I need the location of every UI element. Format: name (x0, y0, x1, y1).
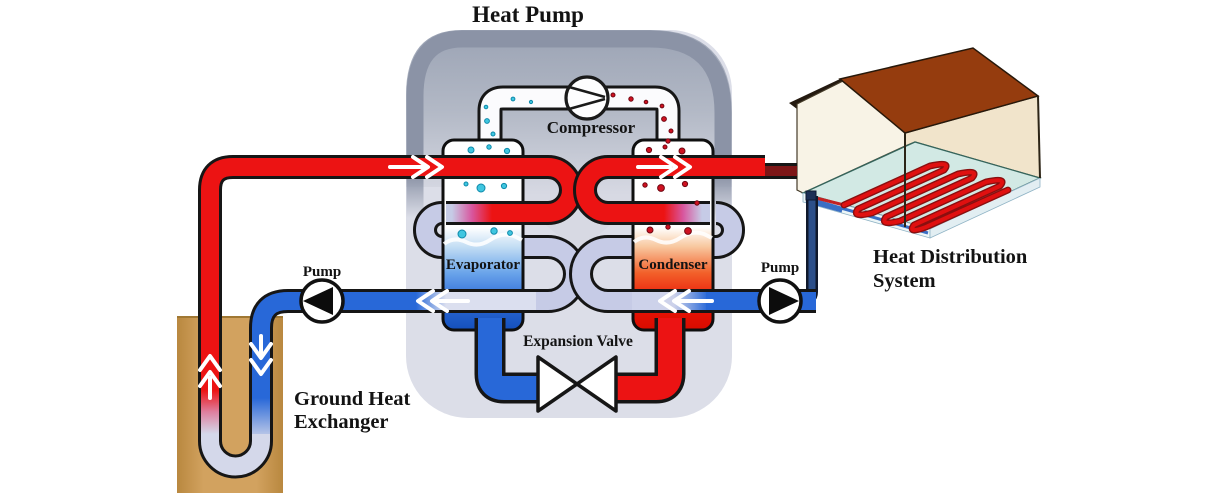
heat-distribution-label-line1: Heat Distribution (873, 246, 1028, 268)
refrigerant-droplets (457, 92, 700, 239)
expansion-valve-label: Expansion Valve (523, 333, 633, 350)
compressor-symbol-lines (568, 85, 606, 111)
ground-heat-exchanger-label-line2: Exchanger (294, 411, 389, 433)
hot-vapor-dots (610, 92, 700, 235)
liquid-cold-pipe (478, 318, 542, 400)
hot-distribution-pipe (576, 158, 765, 222)
expansion-valve-icon (536, 355, 579, 413)
compressor-label: Compressor (547, 118, 636, 137)
ground-heat-exchanger-label-line1: Ground Heat (294, 388, 411, 410)
compressor-icon (564, 75, 610, 121)
hot-supply-pipe (201, 158, 580, 340)
labels: Heat Pump Compressor Evaporator Condense… (294, 2, 1028, 433)
condenser-liquid-surface (632, 230, 713, 245)
heat-distribution-label-line2: System (873, 270, 936, 292)
evaporator-liquid-surface (442, 232, 523, 247)
condenser-side-u (572, 238, 640, 310)
behind-vessel-coils (413, 201, 745, 259)
floor-connection-fitting (805, 190, 817, 201)
borehole-u-bend (201, 434, 270, 476)
flow-arrow-cold-left-evaporator (416, 289, 470, 313)
flow-arrow-hot-right-condenser (636, 155, 692, 179)
flow-arrow-up-borehole (198, 354, 222, 400)
condenser-back-coil (608, 204, 742, 256)
expansion-valve-icon-right (575, 355, 618, 413)
ground-pump-label: Pump (303, 264, 341, 280)
page-title: Heat Pump (472, 2, 584, 27)
house (789, 47, 1042, 239)
cold-return-pipe (252, 292, 452, 396)
flow-arrow-cold-left-condenser (658, 289, 714, 313)
evaporator-back-coil (416, 204, 548, 256)
machines (299, 75, 803, 324)
cold-vapor-dots (457, 96, 534, 239)
enclosure-border (406, 30, 732, 222)
liquid-hot-pipe (614, 318, 682, 400)
flow-arrows (198, 155, 714, 400)
flow-arrow-hot-right-evaporator (388, 155, 444, 179)
floor-heating-coil (842, 162, 1010, 232)
distribution-pump-label: Pump (761, 260, 799, 276)
flow-arrow-down-borehole (249, 334, 273, 376)
ground-pump-rotor (303, 287, 333, 315)
condenser-label: Condenser (638, 257, 708, 273)
distribution-pump-rotor (769, 287, 799, 315)
expansion-valve-pipes (474, 318, 686, 413)
evaporator-label: Evaporator (446, 257, 521, 273)
right-edge-post (1037, 95, 1041, 179)
